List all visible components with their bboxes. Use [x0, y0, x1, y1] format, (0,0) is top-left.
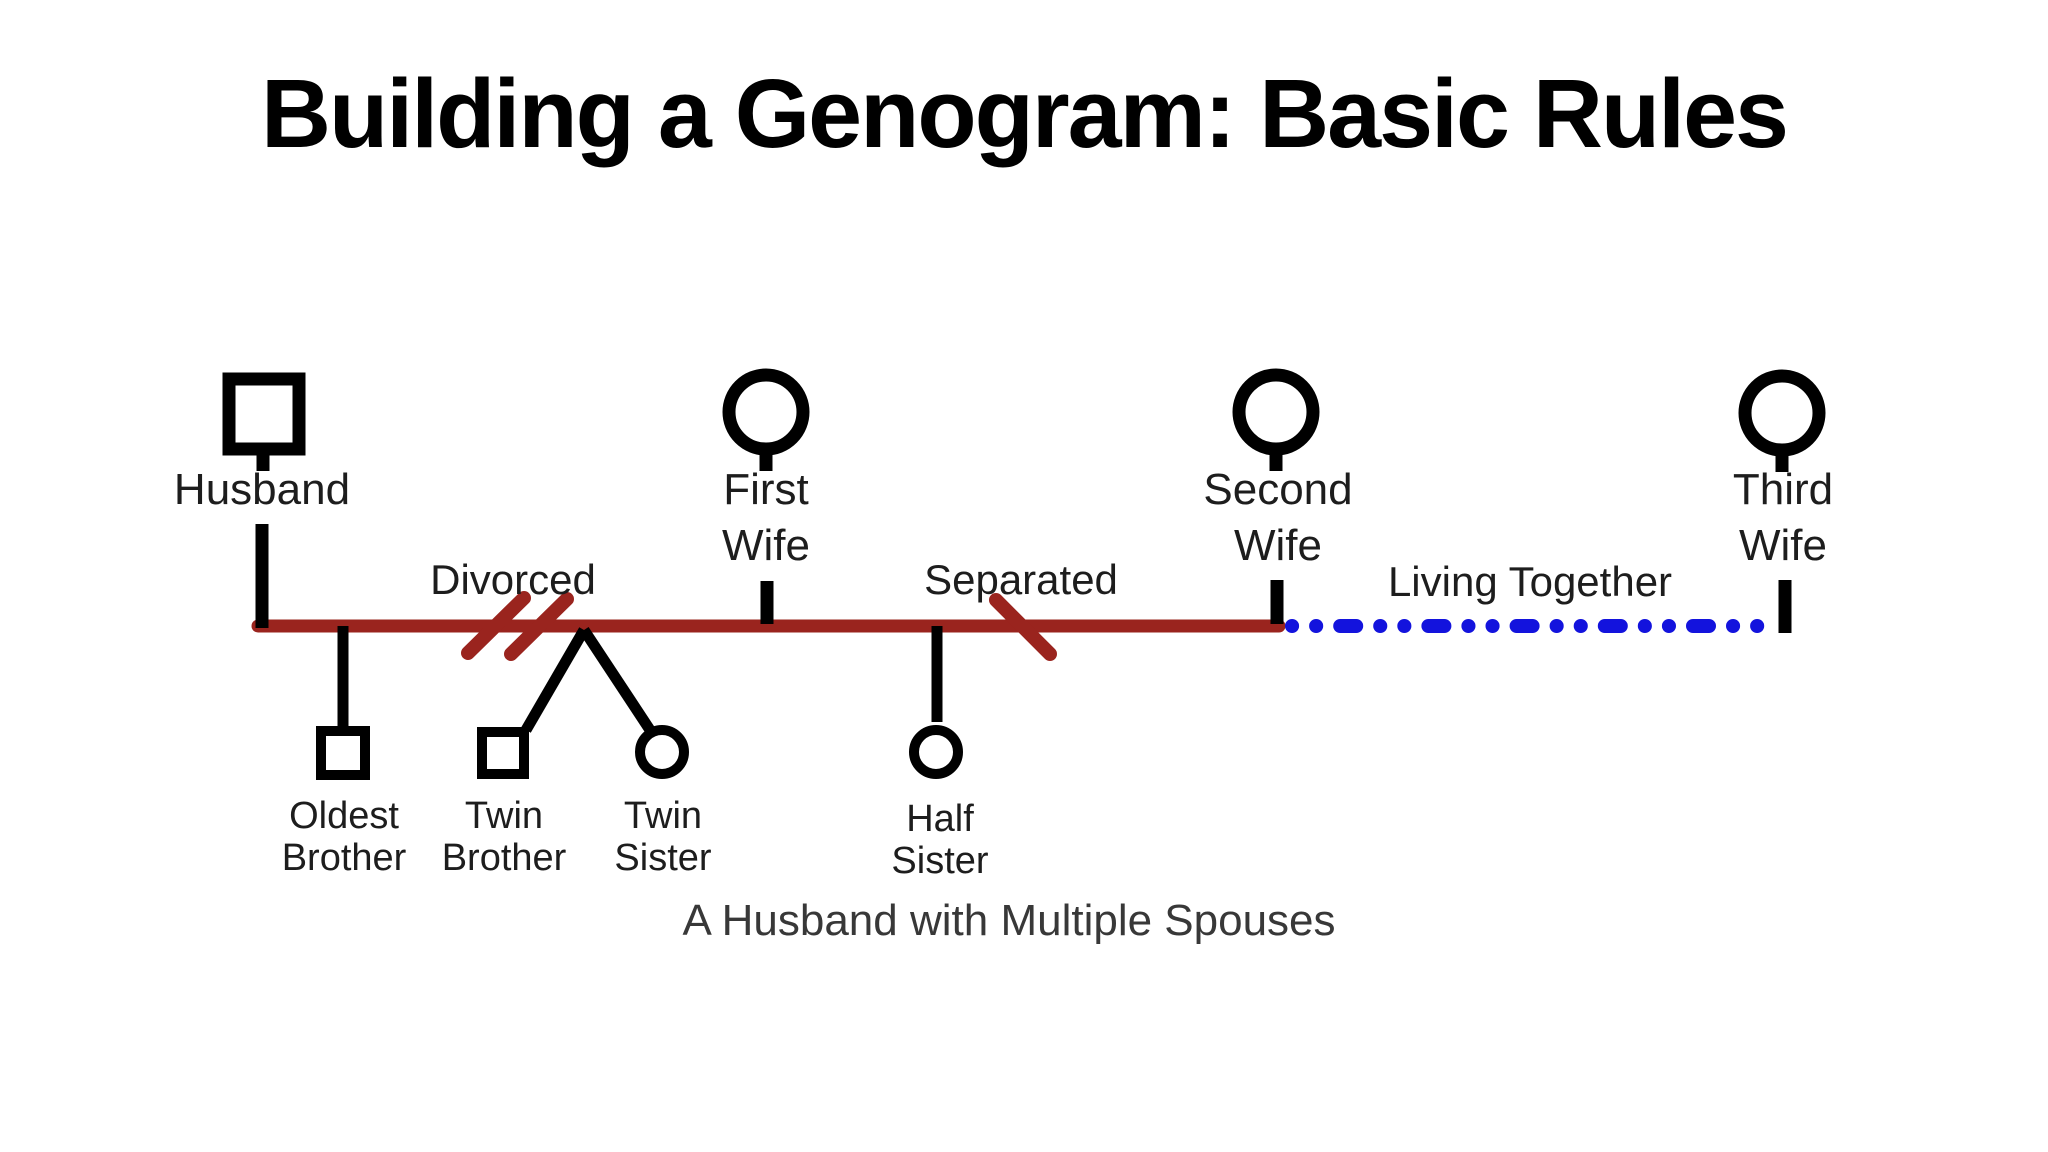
female-circle-icon — [1232, 368, 1320, 456]
half-sister-label-line: Half — [906, 798, 974, 840]
second-wife-label: Second Wife — [1203, 462, 1352, 574]
living-together-label: Living Together — [1387, 558, 1673, 605]
page-title: Building a Genogram: Basic Rules — [260, 59, 1789, 168]
female-circle-icon — [635, 725, 689, 779]
oldest-brother-label: Oldest Brother — [282, 795, 407, 879]
half-sister-label-line: Sister — [891, 840, 989, 882]
male-square-icon — [222, 372, 306, 456]
third-wife-label-line: Wife — [1739, 521, 1827, 570]
twin-right-line — [579, 626, 655, 734]
husband-label: Husband — [174, 462, 350, 518]
twin-sister-label-line: Twin — [623, 795, 703, 837]
divorce-slash-icon — [461, 591, 531, 660]
divorce-slash-icon — [504, 592, 574, 661]
female-circle-icon — [1738, 369, 1826, 457]
husband-label-line: Husband — [173, 465, 351, 514]
divorced-label: Divorced — [430, 556, 596, 603]
second-wife-label-line: Wife — [1233, 521, 1322, 570]
first-wife-label-line: First — [723, 465, 809, 514]
twin-sister-label: Twin Sister — [614, 795, 711, 879]
third-wife-label: Third Wife — [1733, 462, 1833, 574]
separation-slash-icon — [989, 593, 1057, 661]
third-wife-label-line: Third — [1732, 465, 1834, 514]
male-square-icon — [316, 726, 370, 780]
first-wife-label-line: Wife — [722, 521, 810, 570]
twin-sister-label-line: Sister — [614, 837, 712, 879]
female-circle-icon — [722, 368, 810, 456]
female-circle-icon — [909, 725, 963, 779]
separated-label: Separated — [924, 556, 1118, 603]
oldest-brother-label-line: Oldest — [289, 795, 399, 837]
oldest-brother-label-line: Brother — [281, 837, 407, 879]
second-wife-label-line: Second — [1203, 465, 1353, 514]
twin-brother-label: Twin Brother — [442, 795, 567, 879]
diagram-caption: A Husband with Multiple Spouses — [682, 896, 1336, 945]
twin-brother-label-line: Brother — [441, 837, 567, 879]
twin-left-line — [521, 627, 589, 733]
male-square-icon — [477, 727, 529, 779]
first-wife-label: First Wife — [722, 462, 810, 574]
twin-brother-label-line: Twin — [464, 795, 544, 837]
half-sister-label: Half Sister — [891, 798, 988, 882]
